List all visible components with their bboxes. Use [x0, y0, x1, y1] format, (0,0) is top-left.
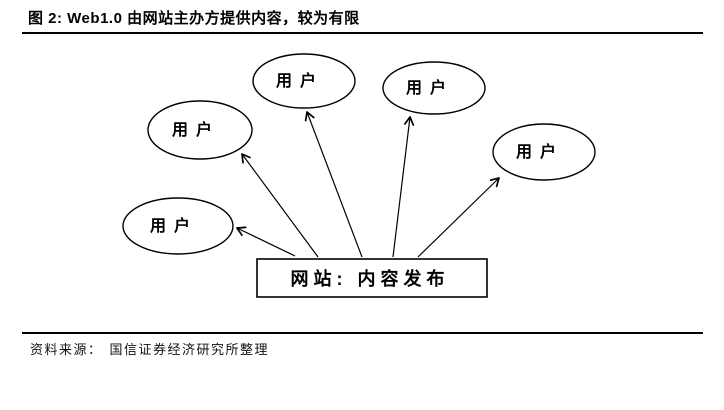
footer-divider [22, 332, 703, 334]
user-ellipse [492, 123, 596, 181]
user-node-top-middle-left: 用户 [252, 53, 356, 109]
arrow-to-user-mid-left [241, 153, 319, 258]
user-node-right: 用户 [492, 123, 596, 181]
user-label: 用户 [276, 71, 324, 90]
user-ellipse [252, 53, 356, 109]
arrow-to-user-top-middle-left [304, 111, 363, 258]
user-ellipse [147, 100, 253, 160]
website-node: 网站: 内容发布 [256, 258, 488, 298]
website-box-label: 网站: 内容发布 [291, 268, 450, 289]
user-label: 用户 [406, 78, 454, 97]
arrow-to-user-right [417, 177, 500, 258]
user-ellipse [382, 61, 486, 115]
title-divider [22, 32, 703, 34]
user-node-top-middle-right: 用户 [382, 61, 486, 115]
user-label: 用户 [172, 120, 220, 139]
source-text: 国信证券经济研究所整理 [109, 342, 270, 357]
user-node-mid-left: 用户 [147, 100, 253, 160]
arrows-group [236, 111, 500, 258]
arrow-to-user-top-middle-right [392, 116, 415, 258]
figure-title: 图 2: Web1.0 由网站主办方提供内容，较为有限 [28, 10, 360, 27]
arrow-to-user-bottom-left [236, 226, 296, 257]
website-box [256, 258, 488, 298]
user-label: 用户 [150, 216, 198, 235]
source-note: 资料来源： 国信证券经济研究所整理 [30, 339, 269, 358]
source-label: 资料来源： [30, 342, 103, 357]
user-node-bottom-left: 用户 [122, 197, 234, 255]
user-label: 用户 [516, 142, 564, 161]
user-ellipse [122, 197, 234, 255]
